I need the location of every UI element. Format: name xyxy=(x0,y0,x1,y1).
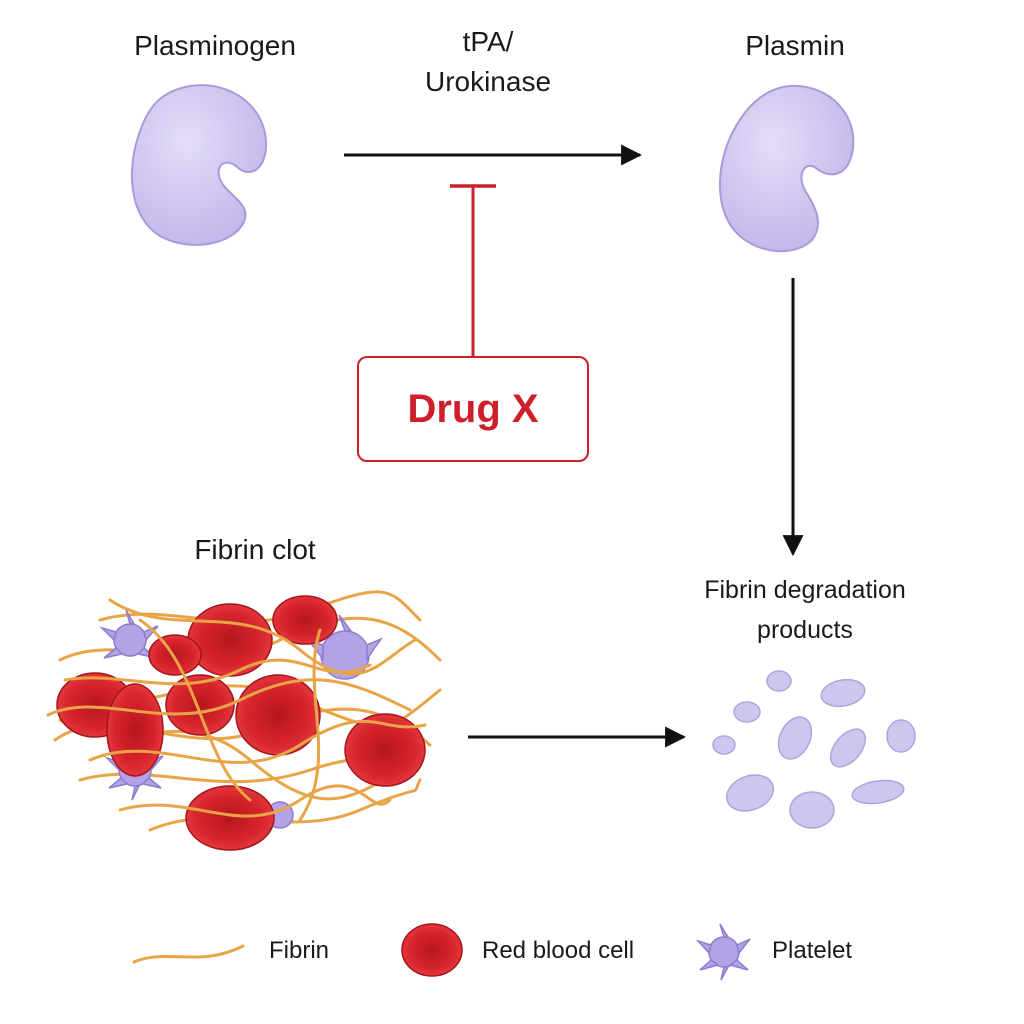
plasmin-label: Plasmin xyxy=(745,30,845,61)
legend-rbc-icon xyxy=(401,923,463,977)
activator-label-line2: Urokinase xyxy=(424,66,552,97)
legend-rbc-label: Red blood cell xyxy=(482,937,635,964)
activator-label-line1: tPA/ xyxy=(462,26,514,57)
legend-fibrin-icon xyxy=(132,944,245,964)
plasmin-shape xyxy=(718,84,855,253)
inhibition-line xyxy=(450,184,496,356)
legend-fibrin-label: Fibrin xyxy=(269,937,330,964)
products-label-line1: Fibrin degradation xyxy=(704,576,906,604)
legend-platelet-icon xyxy=(695,923,751,981)
products-label-line2: products xyxy=(757,616,853,644)
fibrin-clot-label: Fibrin clot xyxy=(194,534,316,565)
plasminogen-shape xyxy=(131,84,268,246)
fibrin-clot xyxy=(46,590,442,851)
drug-x-box: Drug X xyxy=(357,356,589,462)
legend-platelet-label: Platelet xyxy=(772,937,853,964)
plasminogen-label: Plasminogen xyxy=(134,30,296,61)
drug-x-label: Drug X xyxy=(407,386,539,431)
degradation-fragments xyxy=(712,670,916,829)
